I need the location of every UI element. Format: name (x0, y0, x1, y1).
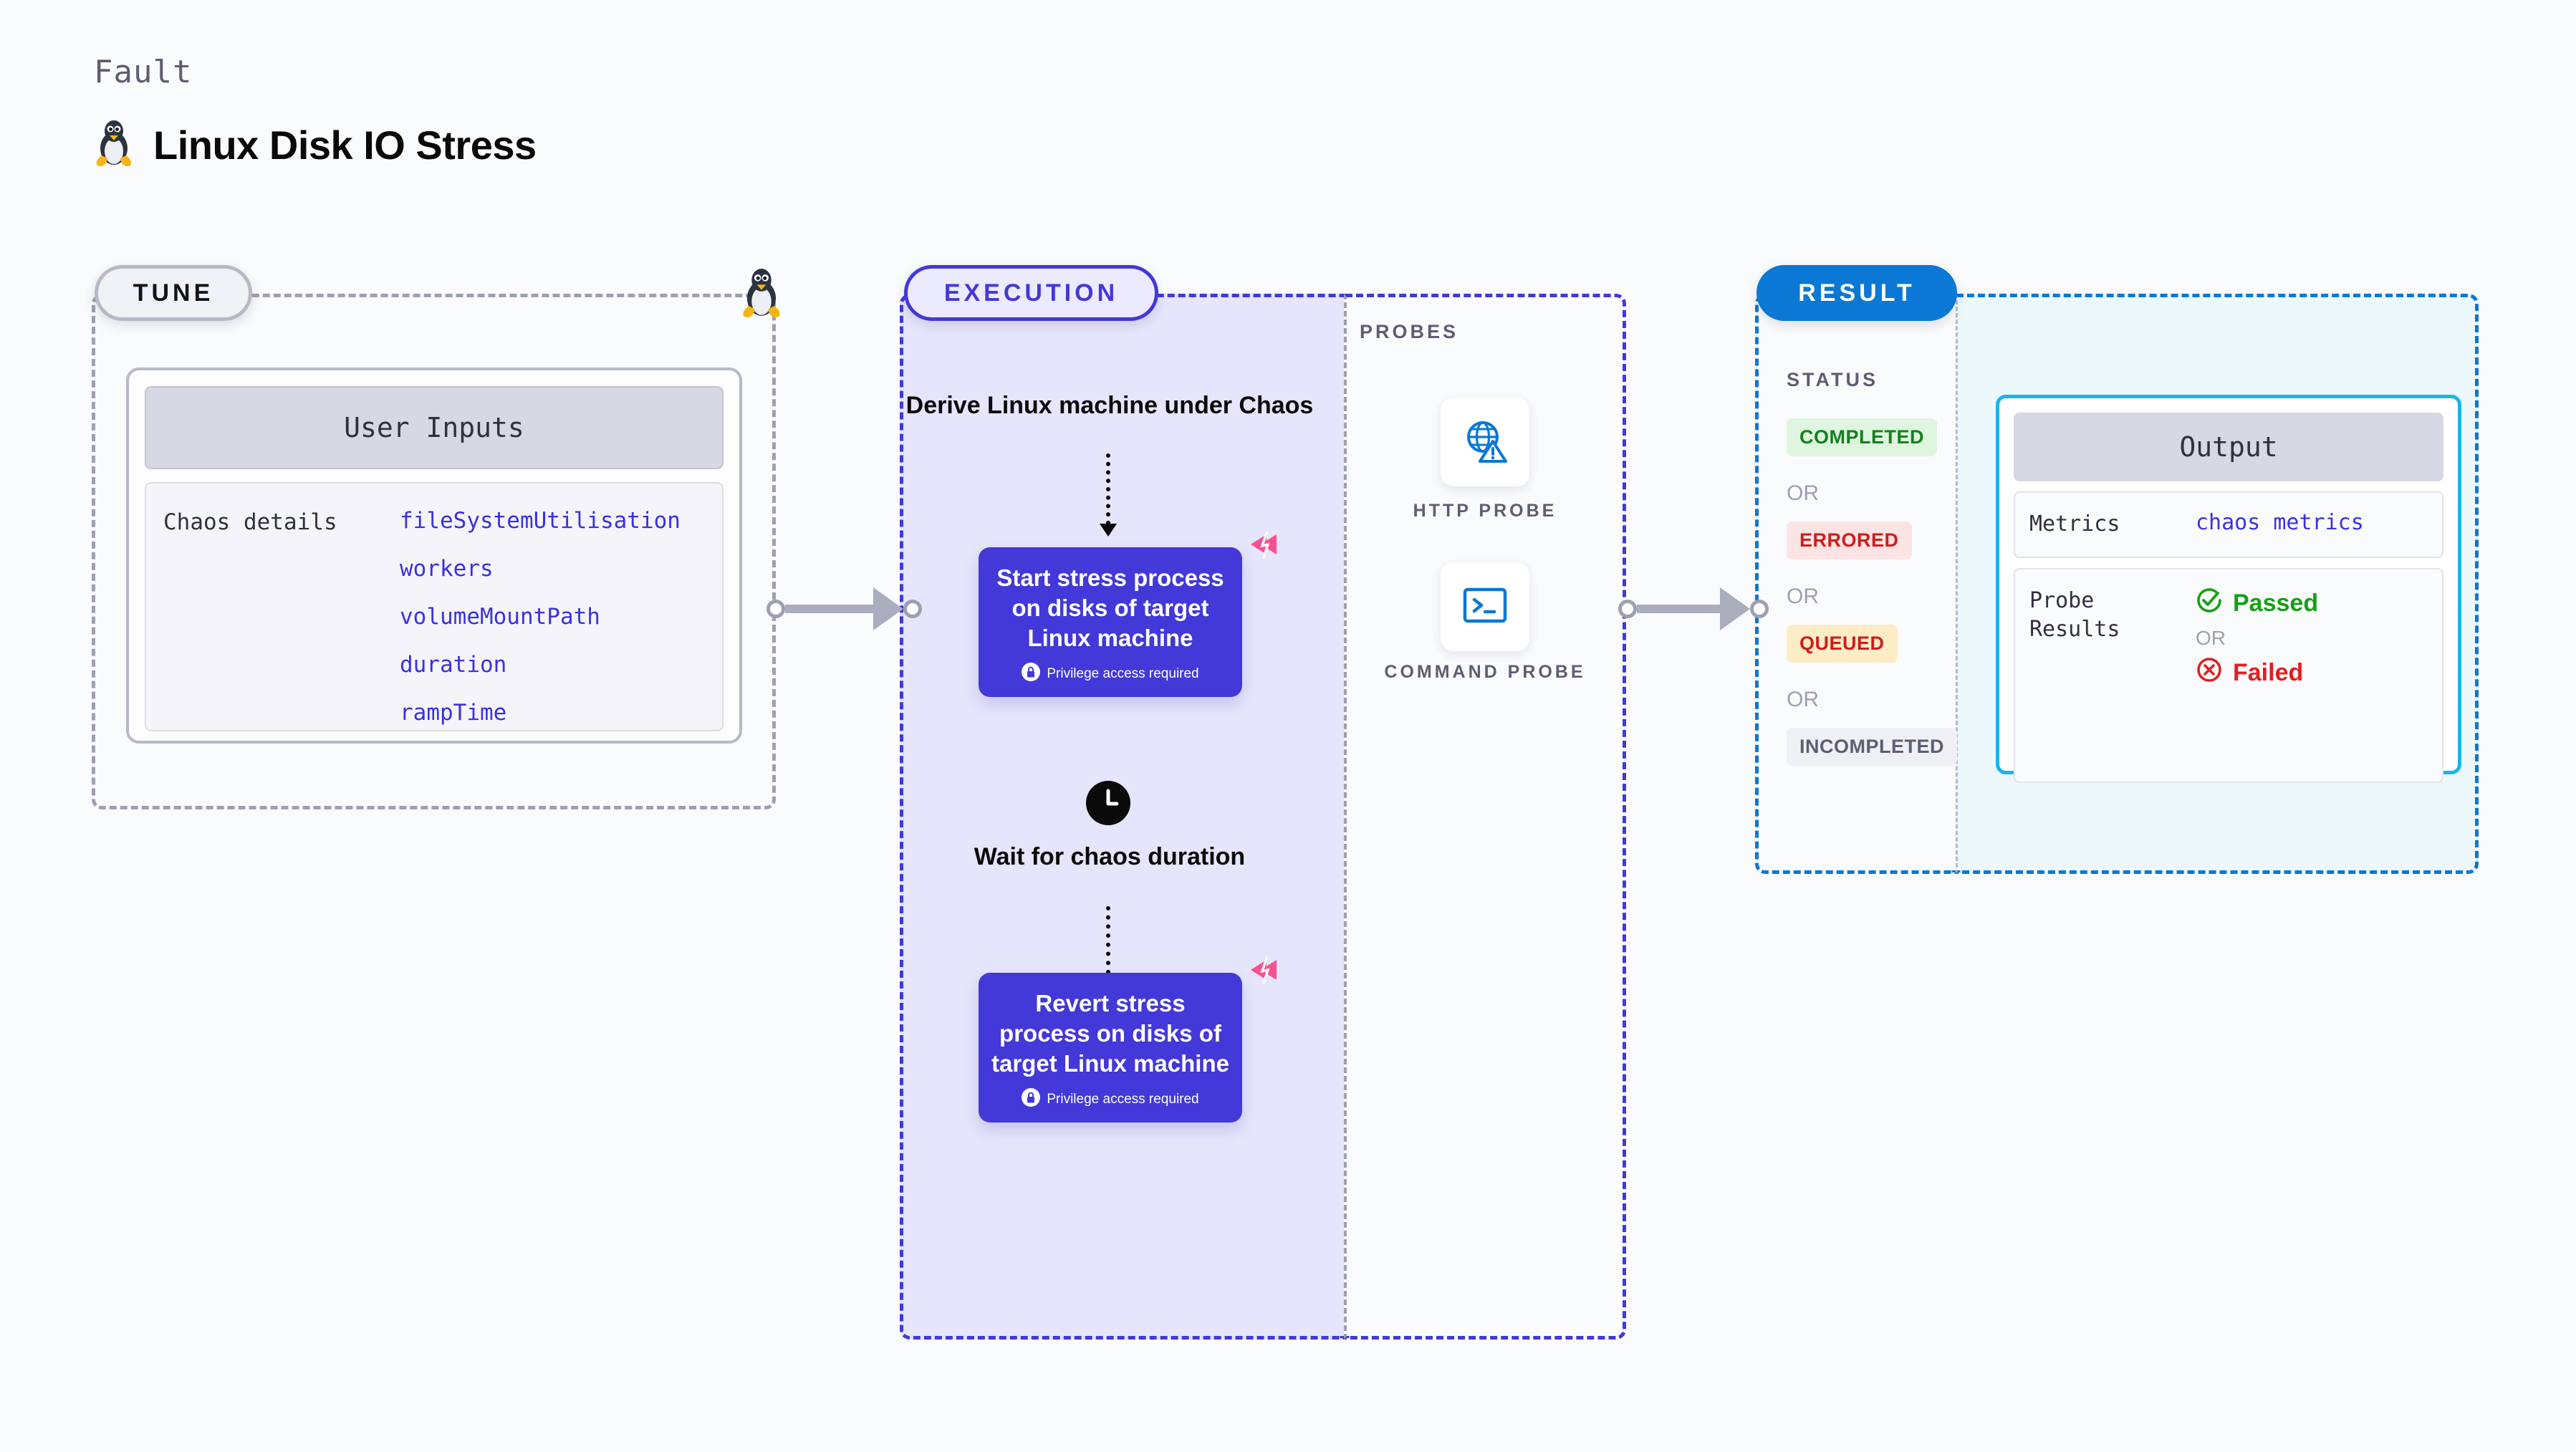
probe-or-label: OR (2196, 626, 2226, 649)
status-badge-incompleted: INCOMPLETED (1787, 728, 1958, 766)
connector-arrowhead-icon (873, 587, 903, 630)
user-inputs-card: User Inputs Chaos details fileSystemUtil… (126, 367, 742, 744)
metrics-label: Metrics (2029, 511, 2120, 537)
lock-icon (1022, 662, 1041, 686)
http-probe-tile[interactable] (1441, 398, 1529, 486)
page-eyebrow-label: Fault (94, 54, 193, 90)
flow-arrow-down-icon (1100, 453, 1117, 537)
probe-result-passed: Passed (2196, 587, 2318, 620)
connector-tune-to-execution (766, 577, 922, 641)
chaos-param-volumeMountPath[interactable]: volumeMountPath (400, 604, 600, 630)
chaos-details-label: Chaos details (163, 509, 337, 535)
privilege-note-text: Privilege access required (1047, 1091, 1199, 1107)
chaos-param-list: fileSystemUtilisation workers volumeMoun… (400, 508, 681, 730)
result-badge[interactable]: RESULT (1756, 265, 1957, 321)
probe-result-failed: Failed (2196, 656, 2318, 690)
x-circle-icon (2196, 656, 2223, 690)
globe-warning-icon (1460, 415, 1510, 469)
clock-icon (1086, 781, 1130, 825)
execution-badge[interactable]: EXECUTION (904, 265, 1158, 321)
connector-arrowhead-icon (1720, 587, 1750, 630)
execution-step-derive-title: Derive Linux machine under Chaos (905, 392, 1314, 419)
status-or-label: OR (1787, 585, 1819, 608)
execution-step-wait-title: Wait for chaos duration (974, 843, 1246, 870)
probes-label: PROBES (1360, 321, 1459, 342)
command-probe-tile[interactable] (1441, 562, 1529, 651)
metrics-value[interactable]: chaos metrics (2196, 510, 2364, 535)
status-or-label: OR (1787, 481, 1819, 505)
linux-penguin-icon (93, 118, 135, 172)
tune-badge[interactable]: TUNE (95, 265, 252, 321)
connector-line (1637, 605, 1721, 613)
linux-penguin-icon (739, 266, 784, 319)
command-probe-label: COMMAND PROBE (1384, 662, 1586, 682)
probe-results-values: Passed OR Failed (2196, 587, 2318, 764)
page-title: Linux Disk IO Stress (153, 122, 537, 168)
output-header: Output (2014, 413, 2443, 481)
chaos-param-duration[interactable]: duration (400, 652, 507, 678)
probe-passed-text: Passed (2233, 589, 2319, 617)
execution-card-title: Start stress process on disks of target … (996, 564, 1224, 652)
execution-card-revert-stress[interactable]: Revert stress process on disks of target… (979, 957, 1277, 1122)
connector-execution-to-result (1618, 577, 1769, 641)
user-inputs-body: Chaos details fileSystemUtilisation work… (145, 482, 724, 731)
page-title-row: Linux Disk IO Stress (93, 118, 537, 172)
status-or-label: OR (1787, 688, 1819, 711)
execution-card-title: Revert stress process on disks of target… (991, 990, 1229, 1077)
connector-dot (1750, 600, 1769, 618)
probe-failed-text: Failed (2233, 658, 2304, 686)
output-row-metrics: Metrics chaos metrics (2014, 491, 2443, 558)
connector-dot (1618, 600, 1637, 618)
connector-dot (766, 600, 785, 618)
status-label: STATUS (1787, 369, 1878, 390)
terminal-icon (1461, 584, 1509, 630)
flow-arrow-down-icon (1100, 906, 1117, 986)
tune-section (92, 294, 776, 809)
privilege-note: Privilege access required (991, 662, 1229, 686)
connector-line (785, 605, 875, 613)
privilege-note: Privilege access required (991, 1087, 1229, 1111)
status-badge-completed: COMPLETED (1787, 418, 1938, 456)
chaos-param-fileSystemUtilisation[interactable]: fileSystemUtilisation (400, 508, 681, 534)
lock-icon (1022, 1087, 1041, 1111)
http-probe-label: HTTP PROBE (1413, 501, 1557, 521)
execution-card-start-stress[interactable]: Start stress process on disks of target … (979, 532, 1277, 697)
status-badge-errored: ERRORED (1787, 521, 1912, 559)
chaos-param-workers[interactable]: workers (400, 556, 494, 582)
privilege-note-text: Privilege access required (1047, 665, 1199, 681)
status-badge-queued: QUEUED (1787, 625, 1898, 663)
user-inputs-header: User Inputs (145, 386, 724, 469)
check-circle-icon (2196, 587, 2223, 620)
connector-dot (903, 600, 922, 618)
chaos-param-rampTime[interactable]: rampTime (400, 700, 507, 726)
